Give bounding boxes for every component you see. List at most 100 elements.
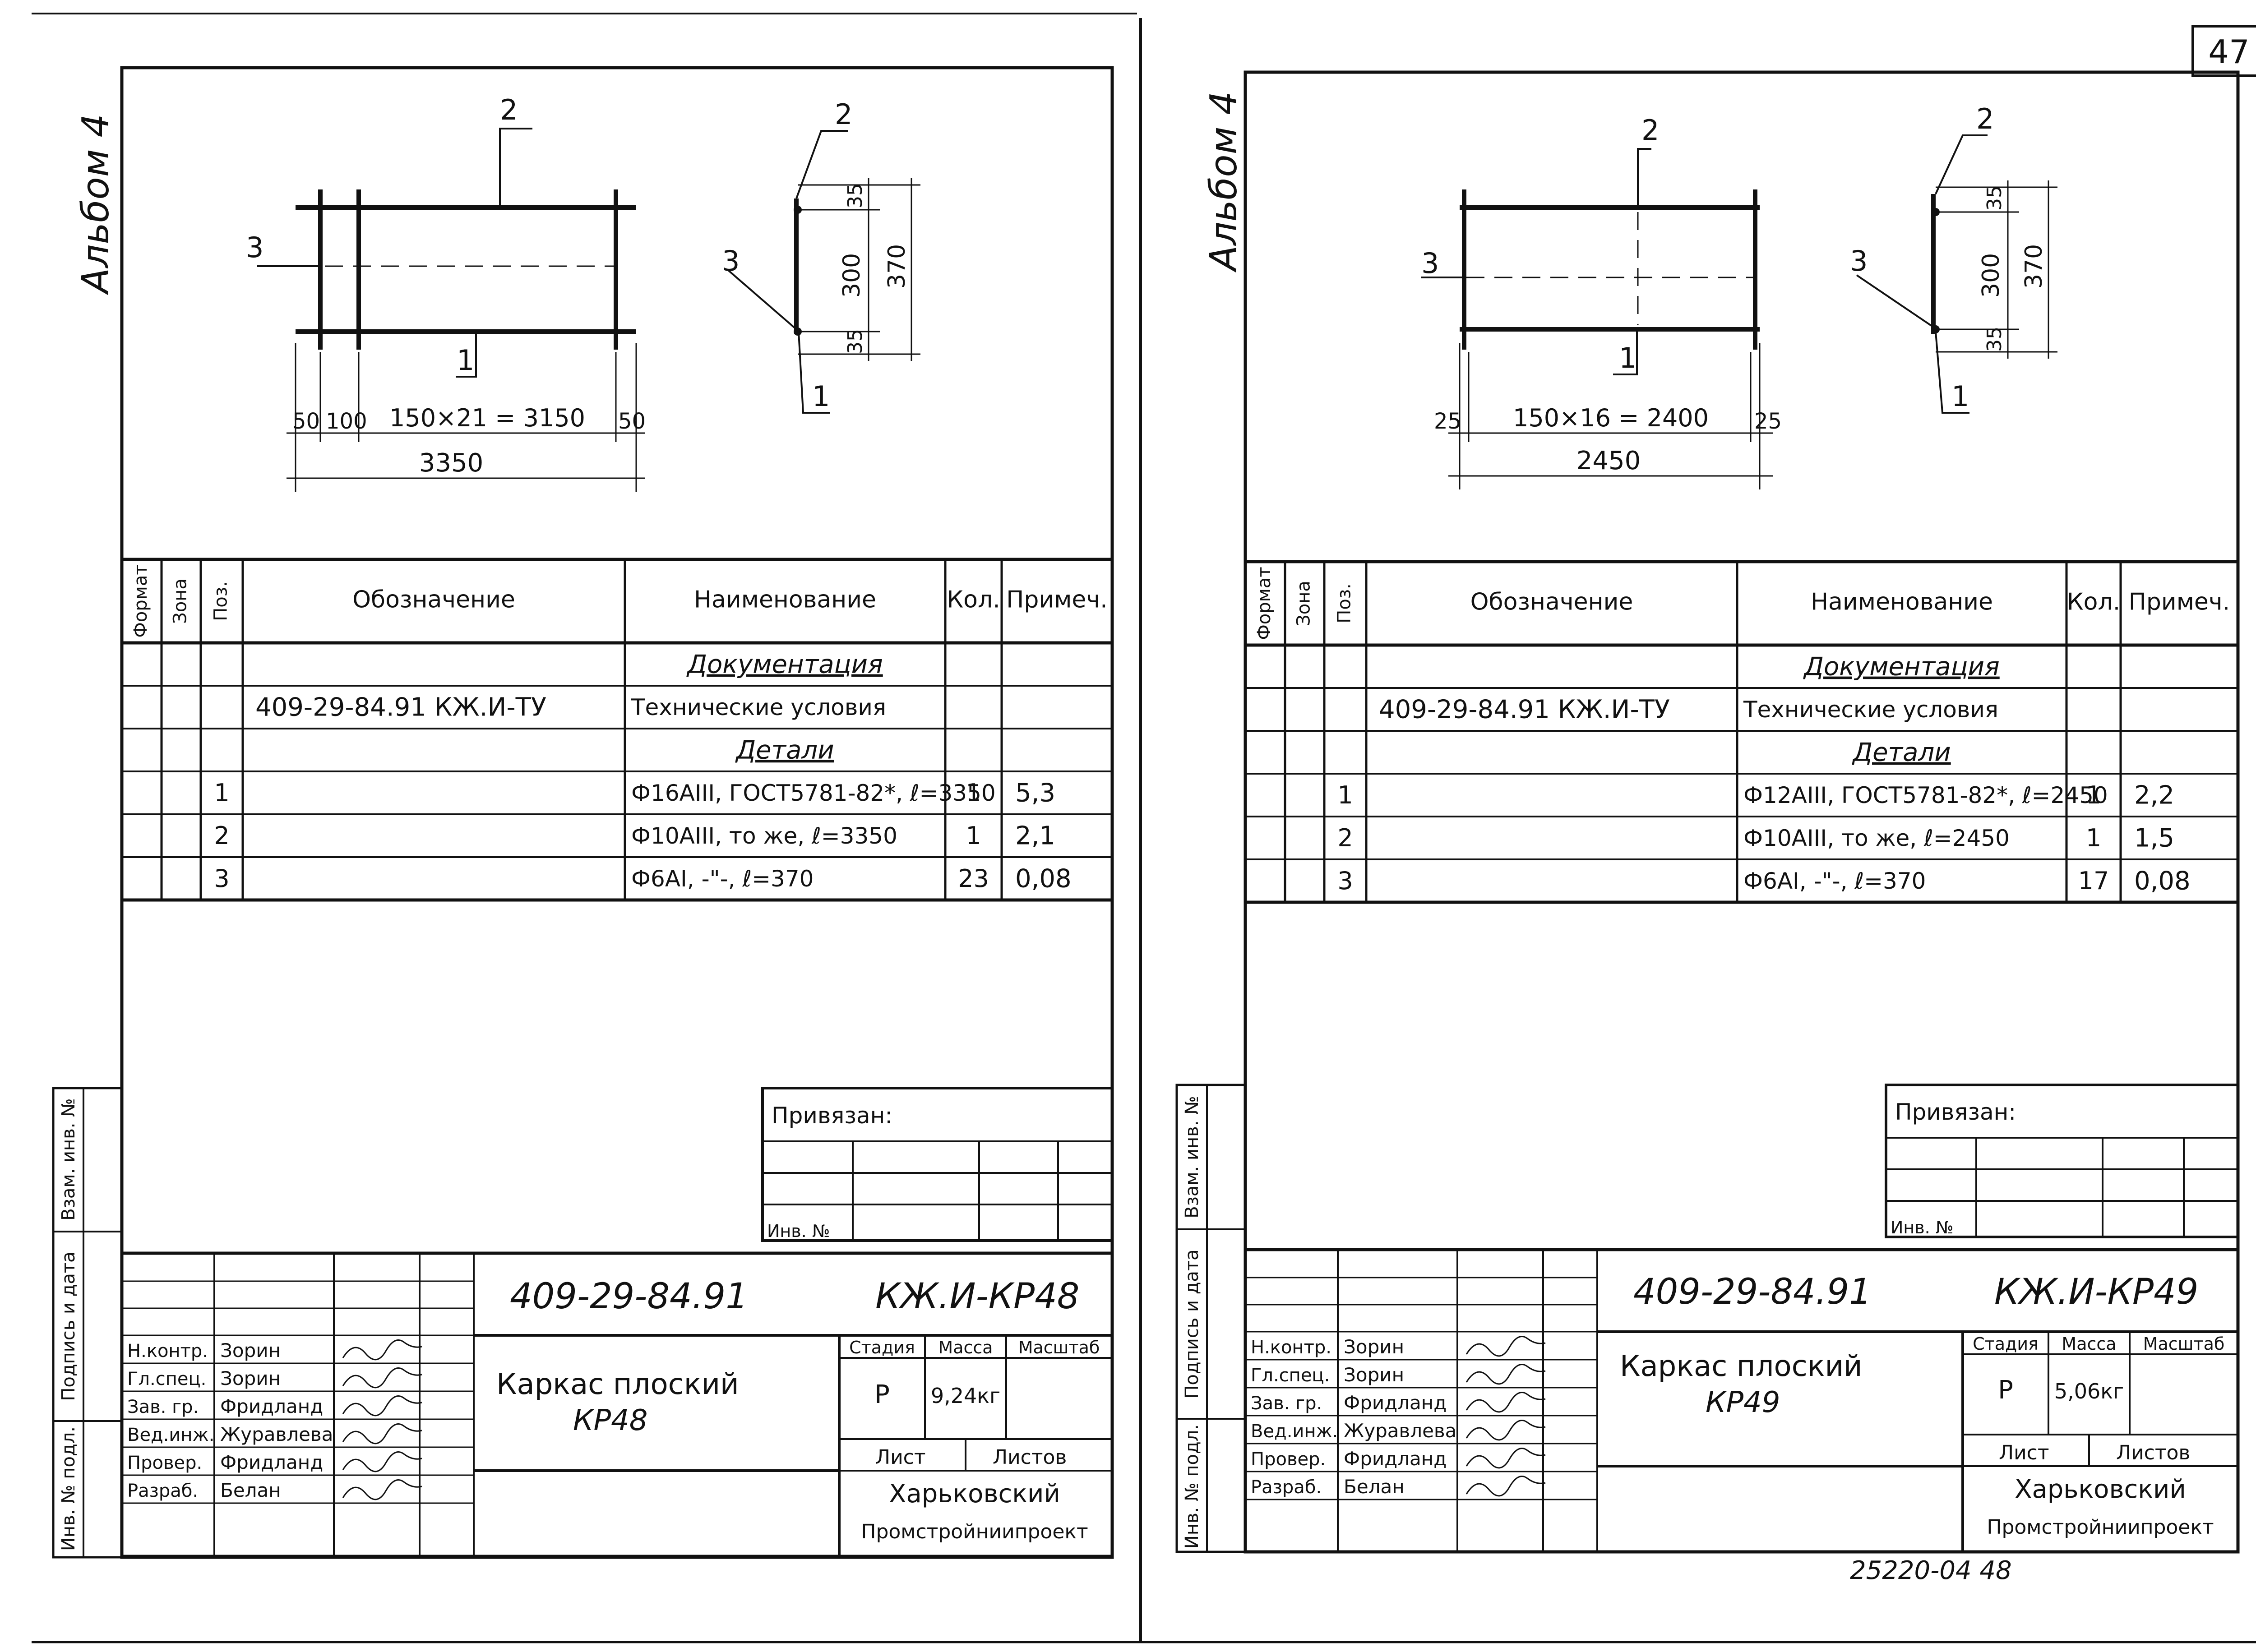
cell-qty: 1 [966,821,981,850]
dim-first-step: 100 [326,409,367,434]
signer-role: Провер. [127,1453,202,1473]
hdr-designation: Обозначение [352,586,515,614]
section-leader-bottom: 1 [812,380,830,413]
signer-name: Фридланд [220,1451,323,1473]
leader-left: 3 [1421,247,1439,280]
stage-value: Р [1998,1375,2013,1405]
page-number: 47 [2208,33,2250,71]
signer-name: Белан [1344,1476,1405,1498]
side-stamp-replace: Взам. инв. № [58,1098,79,1221]
cell-note: 0,08 [2134,867,2191,896]
org-name-2: Промстройниипроект [861,1520,1088,1543]
item-name: Каркас плоский [1620,1350,1863,1383]
cell-name: Документация [686,650,883,679]
signer-role: Разраб. [127,1481,198,1501]
section-bottom-cover: 35 [844,329,867,354]
cell-name: Ф10АIII, то же, ℓ=2450 [1743,825,2010,851]
cell-pos: 1 [1337,781,1353,809]
sheets-label: Листов [2116,1441,2190,1464]
dim-left-edge: 50 [292,409,320,434]
section-top-cover: 35 [844,183,867,208]
section-total: 370 [883,244,911,289]
hdr-format: Формат [1254,567,1275,640]
hdr-qty: Кол. [947,586,1000,614]
org-name: Харьковский [2015,1475,2186,1504]
cell-name: Ф12АIII, ГОСТ5781-82*, ℓ=2450 [1743,782,2108,808]
page-number-box: 47 [2191,25,2256,77]
cell-name: Ф16АIII, ГОСТ5781-82*, ℓ=3350 [631,780,996,806]
leader-left: 3 [246,231,264,264]
binding-block: Привязан: Инв. № [761,1087,1114,1242]
mass-label: Масса [2062,1334,2116,1354]
signer-role: Провер. [1251,1449,1326,1470]
stage-value: Р [874,1380,890,1409]
leader-top: 2 [500,93,518,126]
side-stamp: Инв. № подл. Подпись и дата Взам. инв. № [52,1087,123,1559]
section-leader-bottom: 1 [1951,380,1969,413]
cell-name: Ф6АI, -"-, ℓ=370 [1743,868,1926,894]
cell-note: 1,5 [2134,824,2174,853]
section-height: 300 [838,253,865,298]
org-name-2: Промстройниипроект [1987,1516,2214,1539]
section-total: 370 [2020,244,2048,289]
cell-pos: 3 [214,864,229,893]
cell-pos: 2 [1337,824,1353,852]
cell-name: Ф10АIII, то же, ℓ=3350 [631,823,897,849]
signer-name: Журавлева [220,1423,333,1445]
cell-note: 2,2 [2134,781,2174,810]
section-leader-top: 2 [835,98,852,131]
sheet-frame [1244,70,2240,1554]
section-top-cover: 35 [1983,185,2006,211]
hdr-pos: Поз. [1334,583,1355,623]
mass-value: 9,24кг [931,1384,1000,1408]
hdr-qty: Кол. [2067,589,2121,616]
side-stamp-inv: Инв. № подл. [1182,1424,1202,1549]
cell-name: Детали [1851,738,1951,767]
frame-plan-view: 2 3 1 25 150×16 = 2400 25 2450 [1421,114,1782,489]
cell-note: 5,3 [1015,779,1055,808]
item-name-mark: КР49 [1706,1386,1780,1419]
side-stamp-inv: Инв. № подл. [58,1426,79,1551]
hdr-name: Наименование [1811,589,1993,616]
hdr-note: Примеч. [1006,586,1107,614]
section-leader-left: 3 [1850,245,1868,277]
signature [342,1451,422,1472]
drawing-mark: КЖ.И-КР48 [875,1276,1079,1317]
cell-designation: 409-29-84.91 КЖ.И-ТУ [255,693,546,722]
signature [342,1423,422,1444]
hdr-designation: Обозначение [1470,589,1633,616]
leader-top: 2 [1641,114,1659,147]
doc-code: 409-29-84.91 [510,1276,748,1317]
signer-name: Зорин [220,1339,281,1361]
cell-name: Технические условия [631,694,886,720]
doc-code: 409-29-84.91 [1633,1272,1872,1312]
frame-plan-view: 2 3 1 50 100 150×21 = 3150 50 3350 [246,93,646,492]
mass-label: Масса [938,1338,993,1357]
item-name: Каркас плоский [496,1368,739,1401]
signature [342,1395,422,1417]
sheet-label: Лист [1999,1441,2049,1464]
dim-span: 150×21 = 3150 [389,404,585,432]
cell-qty: 23 [958,864,989,893]
dim-right-edge: 25 [1754,409,1782,434]
frame-section-view: 35 300 35 370 2 3 1 [722,98,920,414]
scale-label: Масштаб [1018,1338,1100,1357]
signer-role: Зав. гр. [127,1397,199,1417]
signer-name: Фридланд [1344,1392,1447,1414]
section-leader-left: 3 [722,245,740,277]
signer-role: Гл.спец. [1251,1365,1330,1386]
leader-bottom: 1 [457,344,474,377]
signature [342,1479,422,1500]
sheet-right: Альбом 4 2 3 1 25 150×16 = 2400 25 [1175,70,2240,1554]
dim-total: 3350 [419,448,484,478]
stage-label: Стадия [1973,1334,2039,1354]
signer-name: Зорин [220,1367,281,1389]
signature [1465,1476,1546,1497]
signature [1465,1420,1546,1441]
signature [342,1339,422,1361]
album-label: Альбом 4 [1202,91,1245,273]
cell-qty: 1 [2086,824,2101,852]
scale-label: Масштаб [2143,1334,2225,1354]
cell-pos: 1 [214,779,229,807]
